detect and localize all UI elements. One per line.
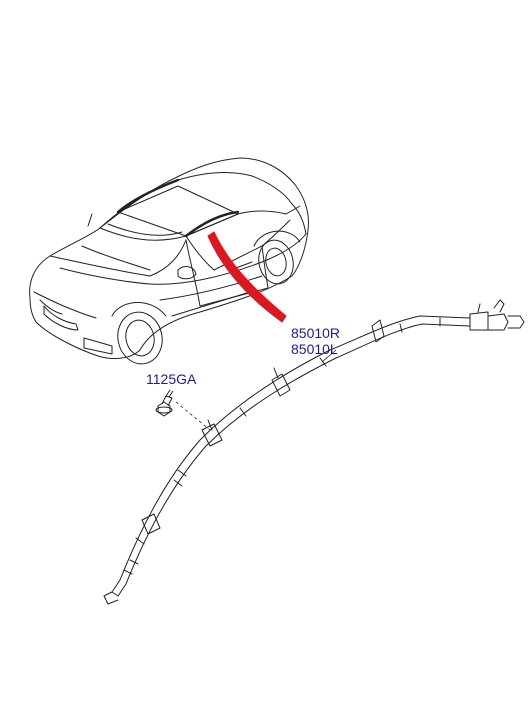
curtain-airbag-module[interactable] xyxy=(103,299,525,605)
vehicle-coupe-illustration xyxy=(29,157,309,365)
bolt-icon[interactable] xyxy=(155,389,174,417)
part-number-label-85010l[interactable]: 85010L xyxy=(291,341,338,357)
location-highlight-arrow xyxy=(207,231,287,323)
part-number-label-1125ga[interactable]: 1125GA xyxy=(146,371,197,387)
part-number-label-85010r[interactable]: 85010R xyxy=(291,325,341,341)
leader-lines xyxy=(175,349,337,431)
